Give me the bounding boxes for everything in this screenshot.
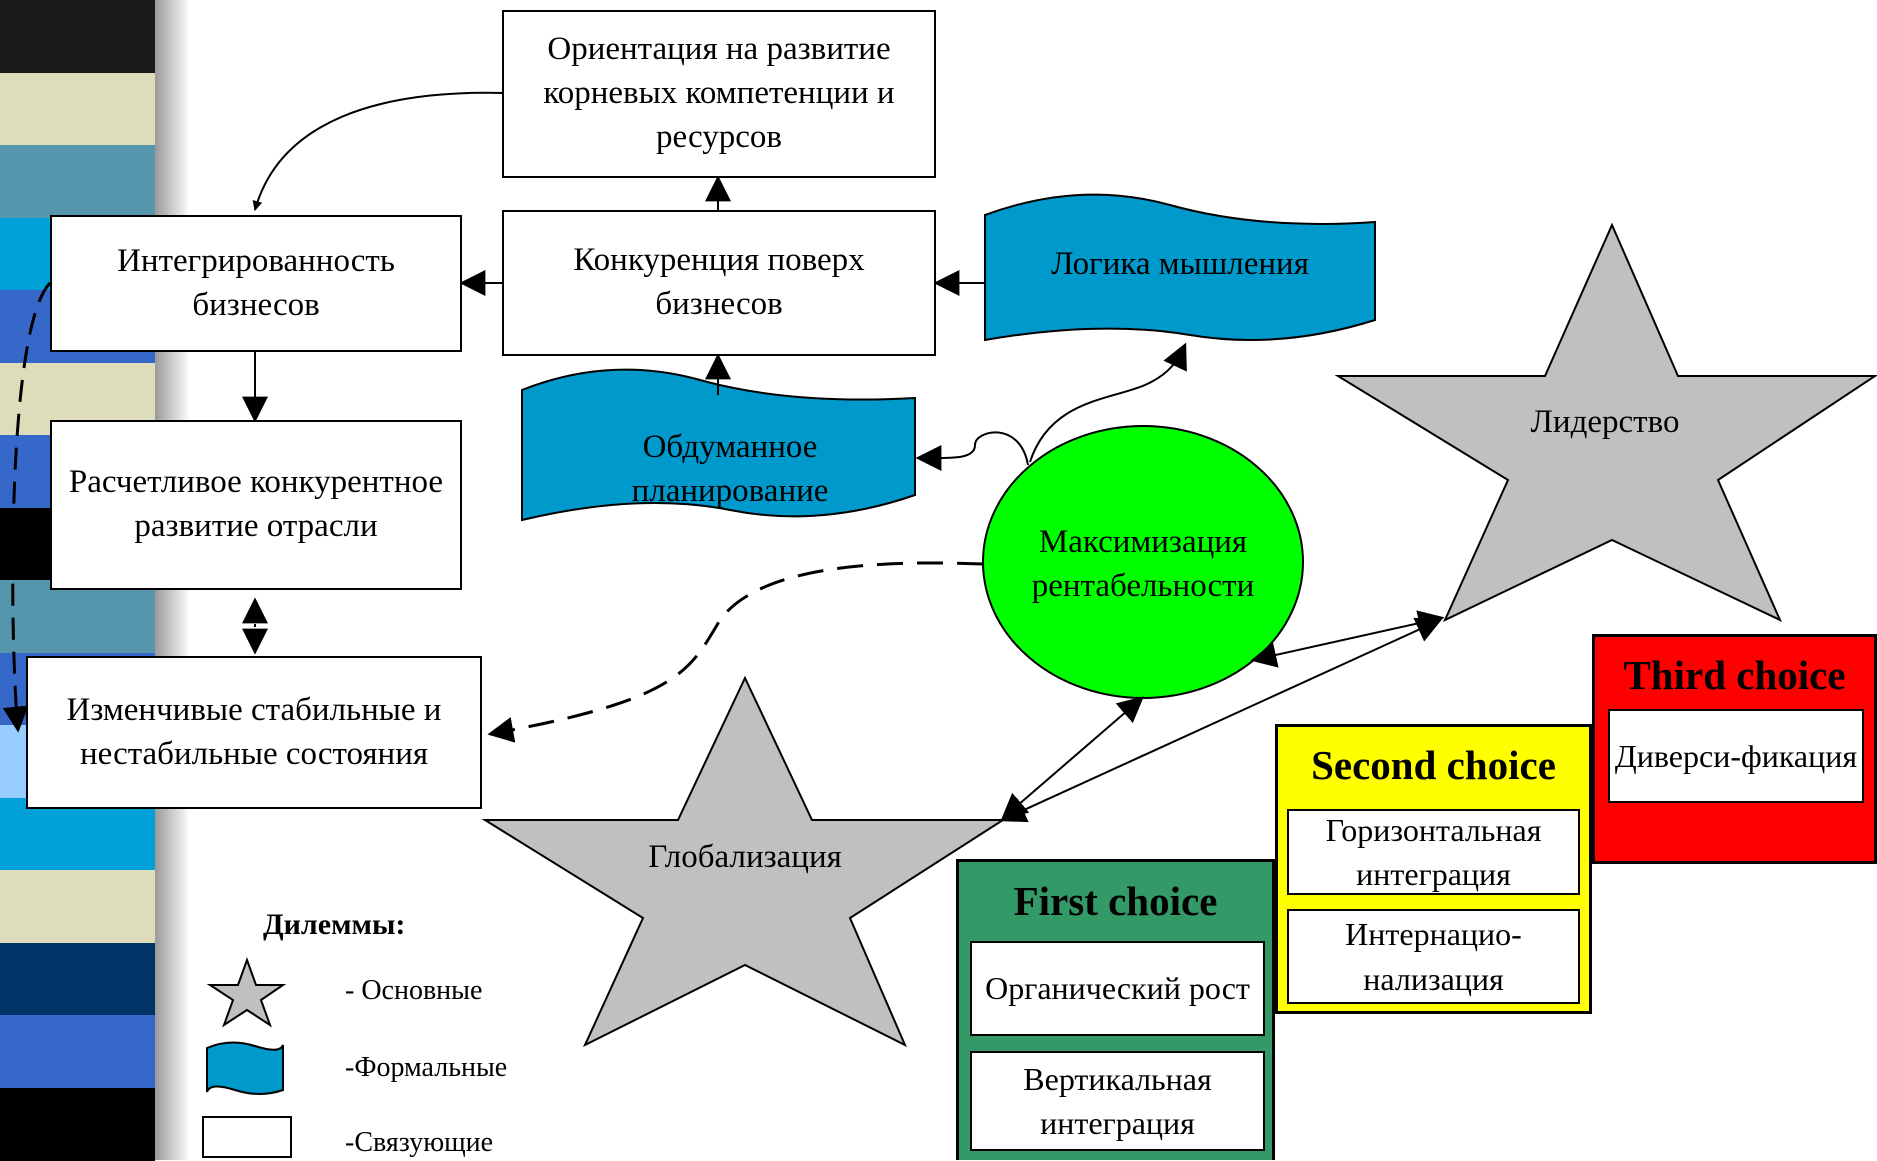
legend-wave-icon	[207, 1042, 283, 1094]
legend-title: Дилеммы:	[263, 908, 405, 942]
arrow-orientation-to-integration	[255, 93, 503, 210]
arrow-circle-globalization	[1003, 698, 1142, 818]
circle-label: Максимизация рентабельности	[1000, 515, 1286, 615]
first-choice-item-organic: Органический рост	[970, 941, 1265, 1036]
star-label-leadership: Лидерство	[1480, 400, 1730, 446]
legend-star-icon	[210, 960, 283, 1025]
wave-label-logic: Логика мышления	[990, 240, 1370, 290]
legend-rectangle-icon	[203, 1117, 291, 1157]
second-choice-item-international: Интернацио-нализация	[1287, 909, 1580, 1004]
box-orientation: Ориентация на развитие корневых компетен…	[502, 10, 936, 178]
box-competition-label: Конкуренция поверх бизнесов	[512, 239, 926, 327]
second-choice-title: Second choice	[1278, 741, 1589, 789]
box-competition: Конкуренция поверх бизнесов	[502, 210, 936, 356]
second-choice-item-horizontal: Горизонтальная интеграция	[1287, 809, 1580, 895]
first-choice-item-vertical: Вертикальная интеграция	[970, 1051, 1265, 1151]
box-orientation-label: Ориентация на развитие корневых компетен…	[512, 28, 926, 160]
legend-wave-text: -Формальные	[345, 1052, 507, 1084]
box-calculated-label: Расчетливое конкурентное развитие отрасл…	[60, 461, 452, 549]
arrow-circle-to-planning	[918, 432, 1028, 465]
box-states: Изменчивые стабильные и нестабильные сос…	[26, 656, 482, 809]
first-choice-title: First choice	[959, 877, 1272, 925]
first-choice-panel: First choice Органический рост Вертикаль…	[956, 859, 1275, 1160]
star-label-globalization: Глобализация	[610, 835, 880, 881]
box-calculated: Расчетливое конкурентное развитие отрасл…	[50, 420, 462, 590]
box-integration: Интегрированность бизнесов	[50, 215, 462, 352]
third-choice-panel: Third choice Диверси-фикация	[1592, 634, 1877, 864]
box-integration-label: Интегрированность бизнесов	[60, 240, 452, 328]
legend-star-text: - Основные	[345, 975, 482, 1007]
box-states-label: Изменчивые стабильные и нестабильные сос…	[36, 689, 472, 777]
third-choice-item-diversification: Диверси-фикация	[1608, 709, 1864, 803]
second-choice-panel: Second choice Горизонтальная интеграция …	[1275, 724, 1592, 1014]
third-choice-title: Third choice	[1595, 651, 1874, 699]
legend-box-text: -Связующие	[345, 1127, 493, 1159]
wave-label-planning: Обдуманное планирование	[580, 420, 880, 520]
